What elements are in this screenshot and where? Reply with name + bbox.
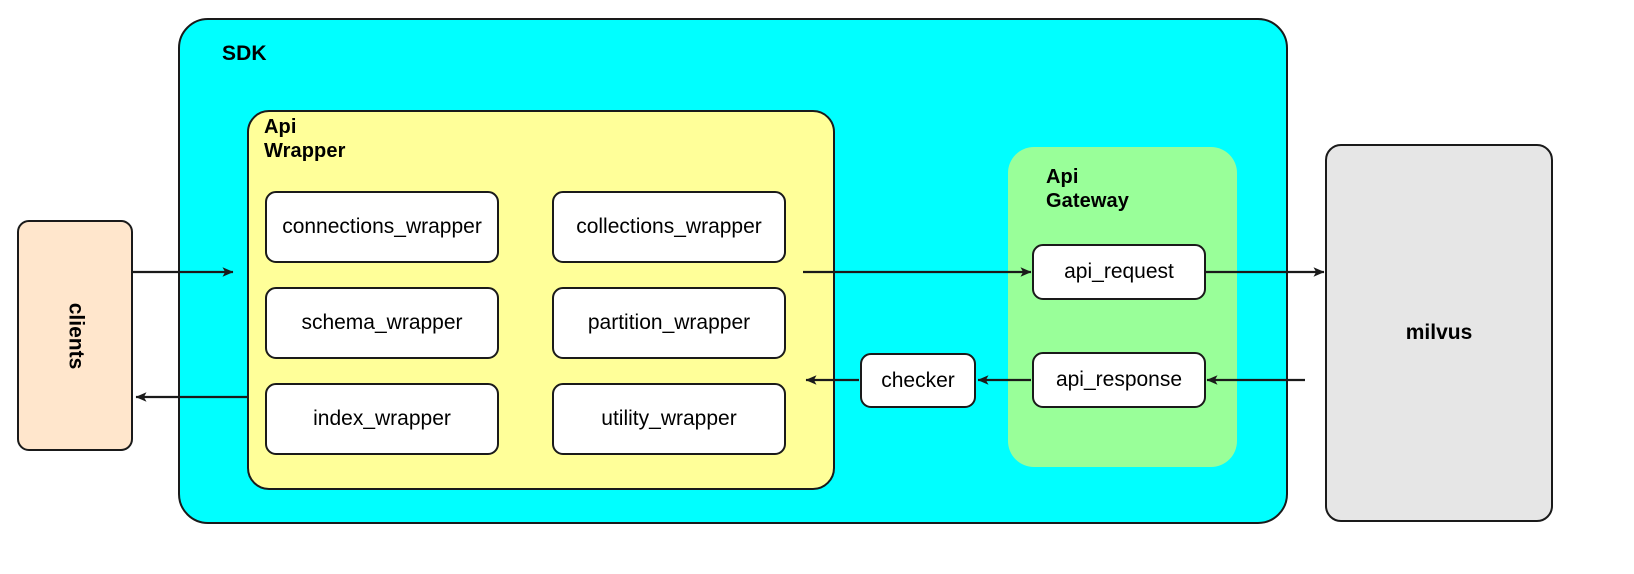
module-partition-wrapper[interactable]: partition_wrapper bbox=[552, 287, 786, 359]
checker-node[interactable]: checker bbox=[860, 353, 976, 408]
module-connections-wrapper[interactable]: connections_wrapper bbox=[265, 191, 499, 263]
api-wrapper-label: Api Wrapper bbox=[264, 116, 346, 162]
node-label: api_response bbox=[1055, 368, 1183, 391]
api-gateway-panel[interactable] bbox=[1008, 147, 1237, 467]
module-label: partition_wrapper bbox=[587, 311, 751, 334]
module-label: connections_wrapper bbox=[282, 215, 482, 238]
api-gateway-label: Api Gateway bbox=[1046, 166, 1129, 212]
module-label: index_wrapper bbox=[313, 407, 451, 430]
clients-node[interactable]: clients bbox=[17, 220, 133, 451]
module-label: schema_wrapper bbox=[301, 311, 463, 334]
module-index-wrapper[interactable]: index_wrapper bbox=[265, 383, 499, 455]
clients-label: clients bbox=[64, 302, 87, 369]
node-label: api_request bbox=[1064, 260, 1174, 283]
milvus-label: milvus bbox=[1405, 321, 1473, 344]
module-collections-wrapper[interactable]: collections_wrapper bbox=[552, 191, 786, 263]
module-schema-wrapper[interactable]: schema_wrapper bbox=[265, 287, 499, 359]
checker-label: checker bbox=[881, 368, 955, 392]
module-utility-wrapper[interactable]: utility_wrapper bbox=[552, 383, 786, 455]
module-label: utility_wrapper bbox=[601, 407, 737, 430]
node-api-response[interactable]: api_response bbox=[1032, 352, 1206, 408]
node-api-request[interactable]: api_request bbox=[1032, 244, 1206, 300]
sdk-label: SDK bbox=[222, 42, 267, 65]
milvus-node[interactable]: milvus bbox=[1325, 144, 1553, 522]
module-label: collections_wrapper bbox=[576, 215, 762, 238]
